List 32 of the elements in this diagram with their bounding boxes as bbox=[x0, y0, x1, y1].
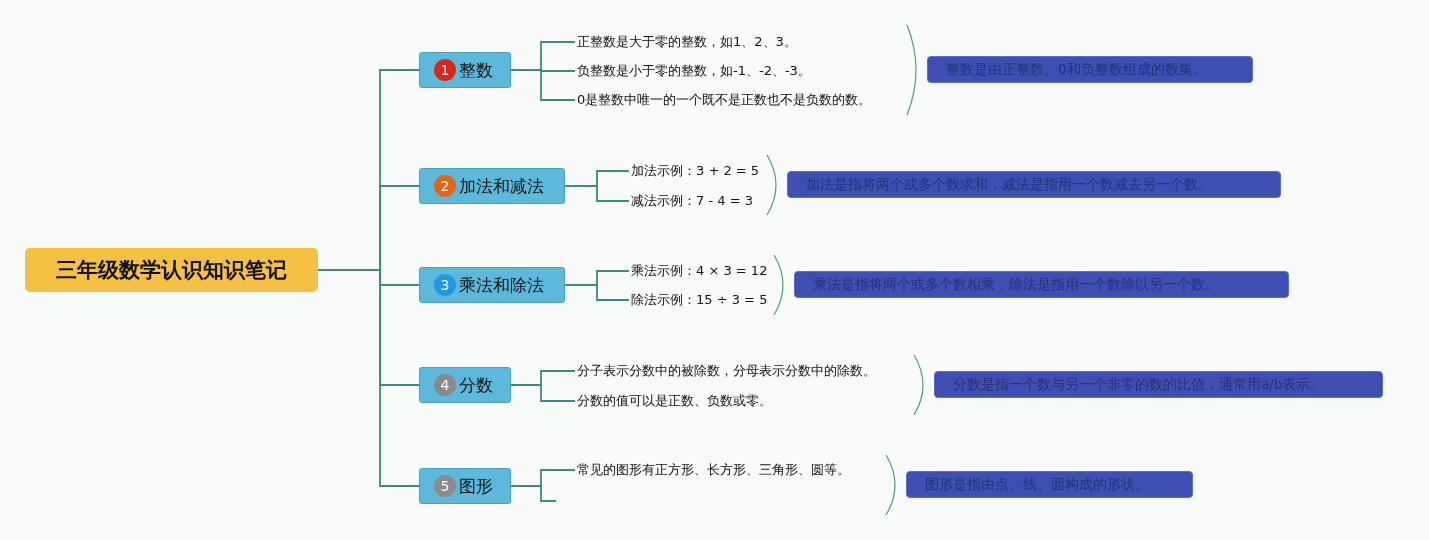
topic-box bbox=[419, 468, 511, 504]
branch-text: 正整数是大于零的整数，如1、2、3。 bbox=[577, 33, 797, 51]
central-topic-box: 三年级数学认识知识笔记 bbox=[25, 248, 318, 292]
topic-box bbox=[419, 168, 565, 204]
topic-box bbox=[419, 52, 511, 88]
branch-text: 0是整数中唯一的一个既不是正数也不是负数的数。 bbox=[577, 91, 872, 109]
topic-label: 图形 bbox=[459, 474, 493, 498]
number-badge: 1 bbox=[434, 59, 456, 81]
topic-label: 分数 bbox=[459, 373, 493, 397]
branch-text: 分数的值可以是正数、负数或零。 bbox=[577, 392, 772, 410]
connector-line bbox=[510, 384, 576, 402]
branch-text: 常见的图形有正方形、长方形、三角形、圆等。 bbox=[577, 461, 850, 479]
topic-label: 乘法和除法 bbox=[459, 273, 544, 297]
branch-text: 分子表示分数中的被除数，分母表示分数中的除数。 bbox=[577, 362, 876, 380]
branch-text: 加法示例：3 + 2 = 5 bbox=[631, 162, 760, 180]
topic-box bbox=[419, 267, 565, 303]
topic-box bbox=[419, 367, 511, 403]
connector-line bbox=[564, 185, 630, 202]
number-badge: 2 bbox=[434, 175, 456, 197]
branch-text: 除法示例：15 ÷ 3 = 5 bbox=[631, 291, 768, 309]
branch-text: 负整数是小于零的整数，如-1、-2、-3。 bbox=[577, 62, 811, 80]
number-badge: 5 bbox=[434, 475, 456, 497]
connector-line bbox=[317, 269, 420, 487]
number-badge: 3 bbox=[434, 274, 456, 296]
branch-text: 减法示例：7 - 4 = 3 bbox=[631, 192, 753, 210]
connector-line bbox=[510, 69, 576, 101]
connector-line bbox=[564, 284, 630, 301]
topic-label: 加法和减法 bbox=[459, 174, 544, 198]
branch-text: 乘法示例：4 × 3 = 12 bbox=[631, 262, 768, 280]
topic-label: 整数 bbox=[459, 58, 493, 82]
number-badge: 4 bbox=[434, 374, 456, 396]
connector-line bbox=[510, 485, 557, 502]
